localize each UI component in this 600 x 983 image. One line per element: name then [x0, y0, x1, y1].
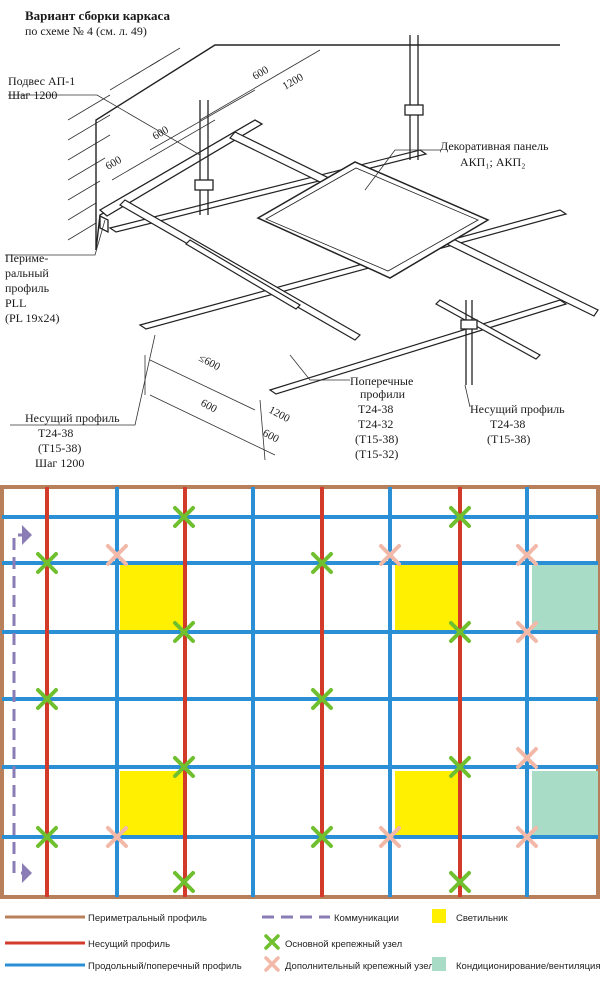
decorative-panel: [256, 161, 490, 279]
assembly-drawing-svg: Вариант сборки каркаса по схеме № 4 (см.…: [5, 8, 599, 470]
cross-profiles-horizontal: [2, 515, 598, 839]
extra-node-icon: [516, 826, 538, 848]
layout-plan-svg: Периметральный профиль Коммуникации Свет…: [0, 485, 600, 972]
label-perimeter-2: ральный: [5, 266, 49, 280]
label-perimeter-3: профиль: [5, 281, 50, 295]
main-node-icon: [173, 621, 195, 643]
lamp: [120, 565, 184, 631]
label-panel-2: АКП₁; АКП₂: [460, 155, 525, 169]
label-bearing-left-3: (T15-38): [38, 441, 81, 455]
legend-bearing-label: Несущий профиль: [88, 939, 170, 950]
legend-lamp-label: Светильник: [456, 913, 508, 924]
dim-600-c: 600: [104, 154, 125, 173]
legend-main-node-icon: [264, 934, 280, 950]
main-node-icon: [449, 756, 471, 778]
lamps: [120, 565, 459, 835]
label-bearing-left-4: Шаг 1200: [35, 456, 84, 470]
label-perimeter-1: Периме-: [5, 251, 48, 265]
legend-comms-label: Коммуникации: [334, 913, 399, 924]
diagram-subtitle: по схеме № 4 (см. л. 49): [25, 24, 147, 38]
main-node-icon: [449, 871, 471, 893]
perimeter-frame: [0, 485, 600, 899]
legend-extra-node-label: Дополнительный крепежный узел: [285, 961, 434, 972]
perimeter-profile: [98, 119, 264, 234]
layout-plan: Периметральный профиль Коммуникации Свет…: [0, 485, 600, 978]
extra-node-icon: [379, 826, 401, 848]
label-cross-2: профили: [360, 387, 406, 401]
hvac-unit: [532, 771, 598, 835]
dim-1200-a: 1200: [281, 71, 306, 93]
label-bearing-right-2: T24-38: [490, 417, 525, 431]
lamp: [395, 771, 459, 835]
dim-600-d: 600: [199, 397, 220, 416]
extra-node-icon: [516, 747, 538, 769]
label-panel-1: Декоративная панель: [440, 139, 549, 153]
main-node-icon: [36, 688, 58, 710]
bearing-profiles-plan: [45, 487, 462, 897]
legend-perimeter-label: Периметральный профиль: [88, 913, 207, 924]
main-node-icon: [449, 621, 471, 643]
comms-arrow-icon: [22, 863, 32, 883]
main-node-icon: [173, 871, 195, 893]
dim-le600: ≤600: [197, 352, 223, 373]
extra-node-icon: [516, 544, 538, 566]
wall-hatch: [67, 47, 181, 241]
extra-node-icon: [379, 544, 401, 566]
legend-extra-node-icon: [264, 956, 280, 972]
main-node-icon: [36, 552, 58, 574]
label-cross-4: T24-32: [358, 417, 393, 431]
diagram-title: Вариант сборки каркаса: [25, 8, 170, 23]
label-bearing-right-3: (T15-38): [487, 432, 530, 446]
main-node-icon: [449, 506, 471, 528]
hangers: [194, 35, 478, 385]
leader-lines: [5, 94, 471, 426]
dim-1200-b: 1200: [267, 404, 292, 425]
assembly-drawing: Вариант сборки каркаса по схеме № 4 (см.…: [0, 0, 600, 485]
extra-node-icon: [106, 544, 128, 566]
extra-node-icon: [106, 826, 128, 848]
hvac-units: [532, 565, 598, 835]
label-bearing-left-1: Несущий профиль: [25, 411, 120, 425]
legend-main-node-label: Основной крепежный узел: [285, 939, 402, 950]
label-cross-1: Поперечные: [350, 374, 413, 388]
hvac-unit: [532, 565, 598, 631]
comms-arrow-icon: [22, 525, 32, 545]
label-perimeter-5: (PL 19x24): [5, 311, 60, 325]
label-perimeter-4: PLL: [5, 296, 26, 310]
legend-cross-label: Продольный/поперечный профиль: [88, 961, 242, 972]
main-node-icon: [311, 552, 333, 574]
main-node-icon: [173, 756, 195, 778]
main-nodes: [36, 506, 471, 893]
main-node-icon: [36, 826, 58, 848]
label-bearing-left-2: T24-38: [38, 426, 73, 440]
legend-hvac-label: Кондиционирование/вентиляция: [456, 961, 600, 972]
dimension-lines: [111, 49, 321, 461]
label-bearing-right-1: Несущий профиль: [470, 402, 565, 416]
lamp: [120, 771, 184, 835]
legend-hvac-swatch: [432, 957, 446, 971]
legend-lamp-swatch: [432, 909, 446, 923]
main-node-icon: [311, 688, 333, 710]
main-node-icon: [311, 826, 333, 848]
extra-node-icon: [516, 621, 538, 643]
label-cross-5: (T15-38): [355, 432, 398, 446]
label-cross-3: T24-38: [358, 402, 393, 416]
main-node-icon: [173, 506, 195, 528]
label-hanger-1: Подвес АП-1: [8, 74, 75, 88]
lamp: [395, 565, 459, 631]
dim-600-a: 600: [251, 64, 272, 83]
legend: Периметральный профиль Коммуникации Свет…: [5, 909, 600, 972]
extra-nodes: [106, 544, 538, 848]
label-cross-6: (T15-32): [355, 447, 398, 461]
label-hanger-2: Шаг 1200: [8, 88, 57, 102]
